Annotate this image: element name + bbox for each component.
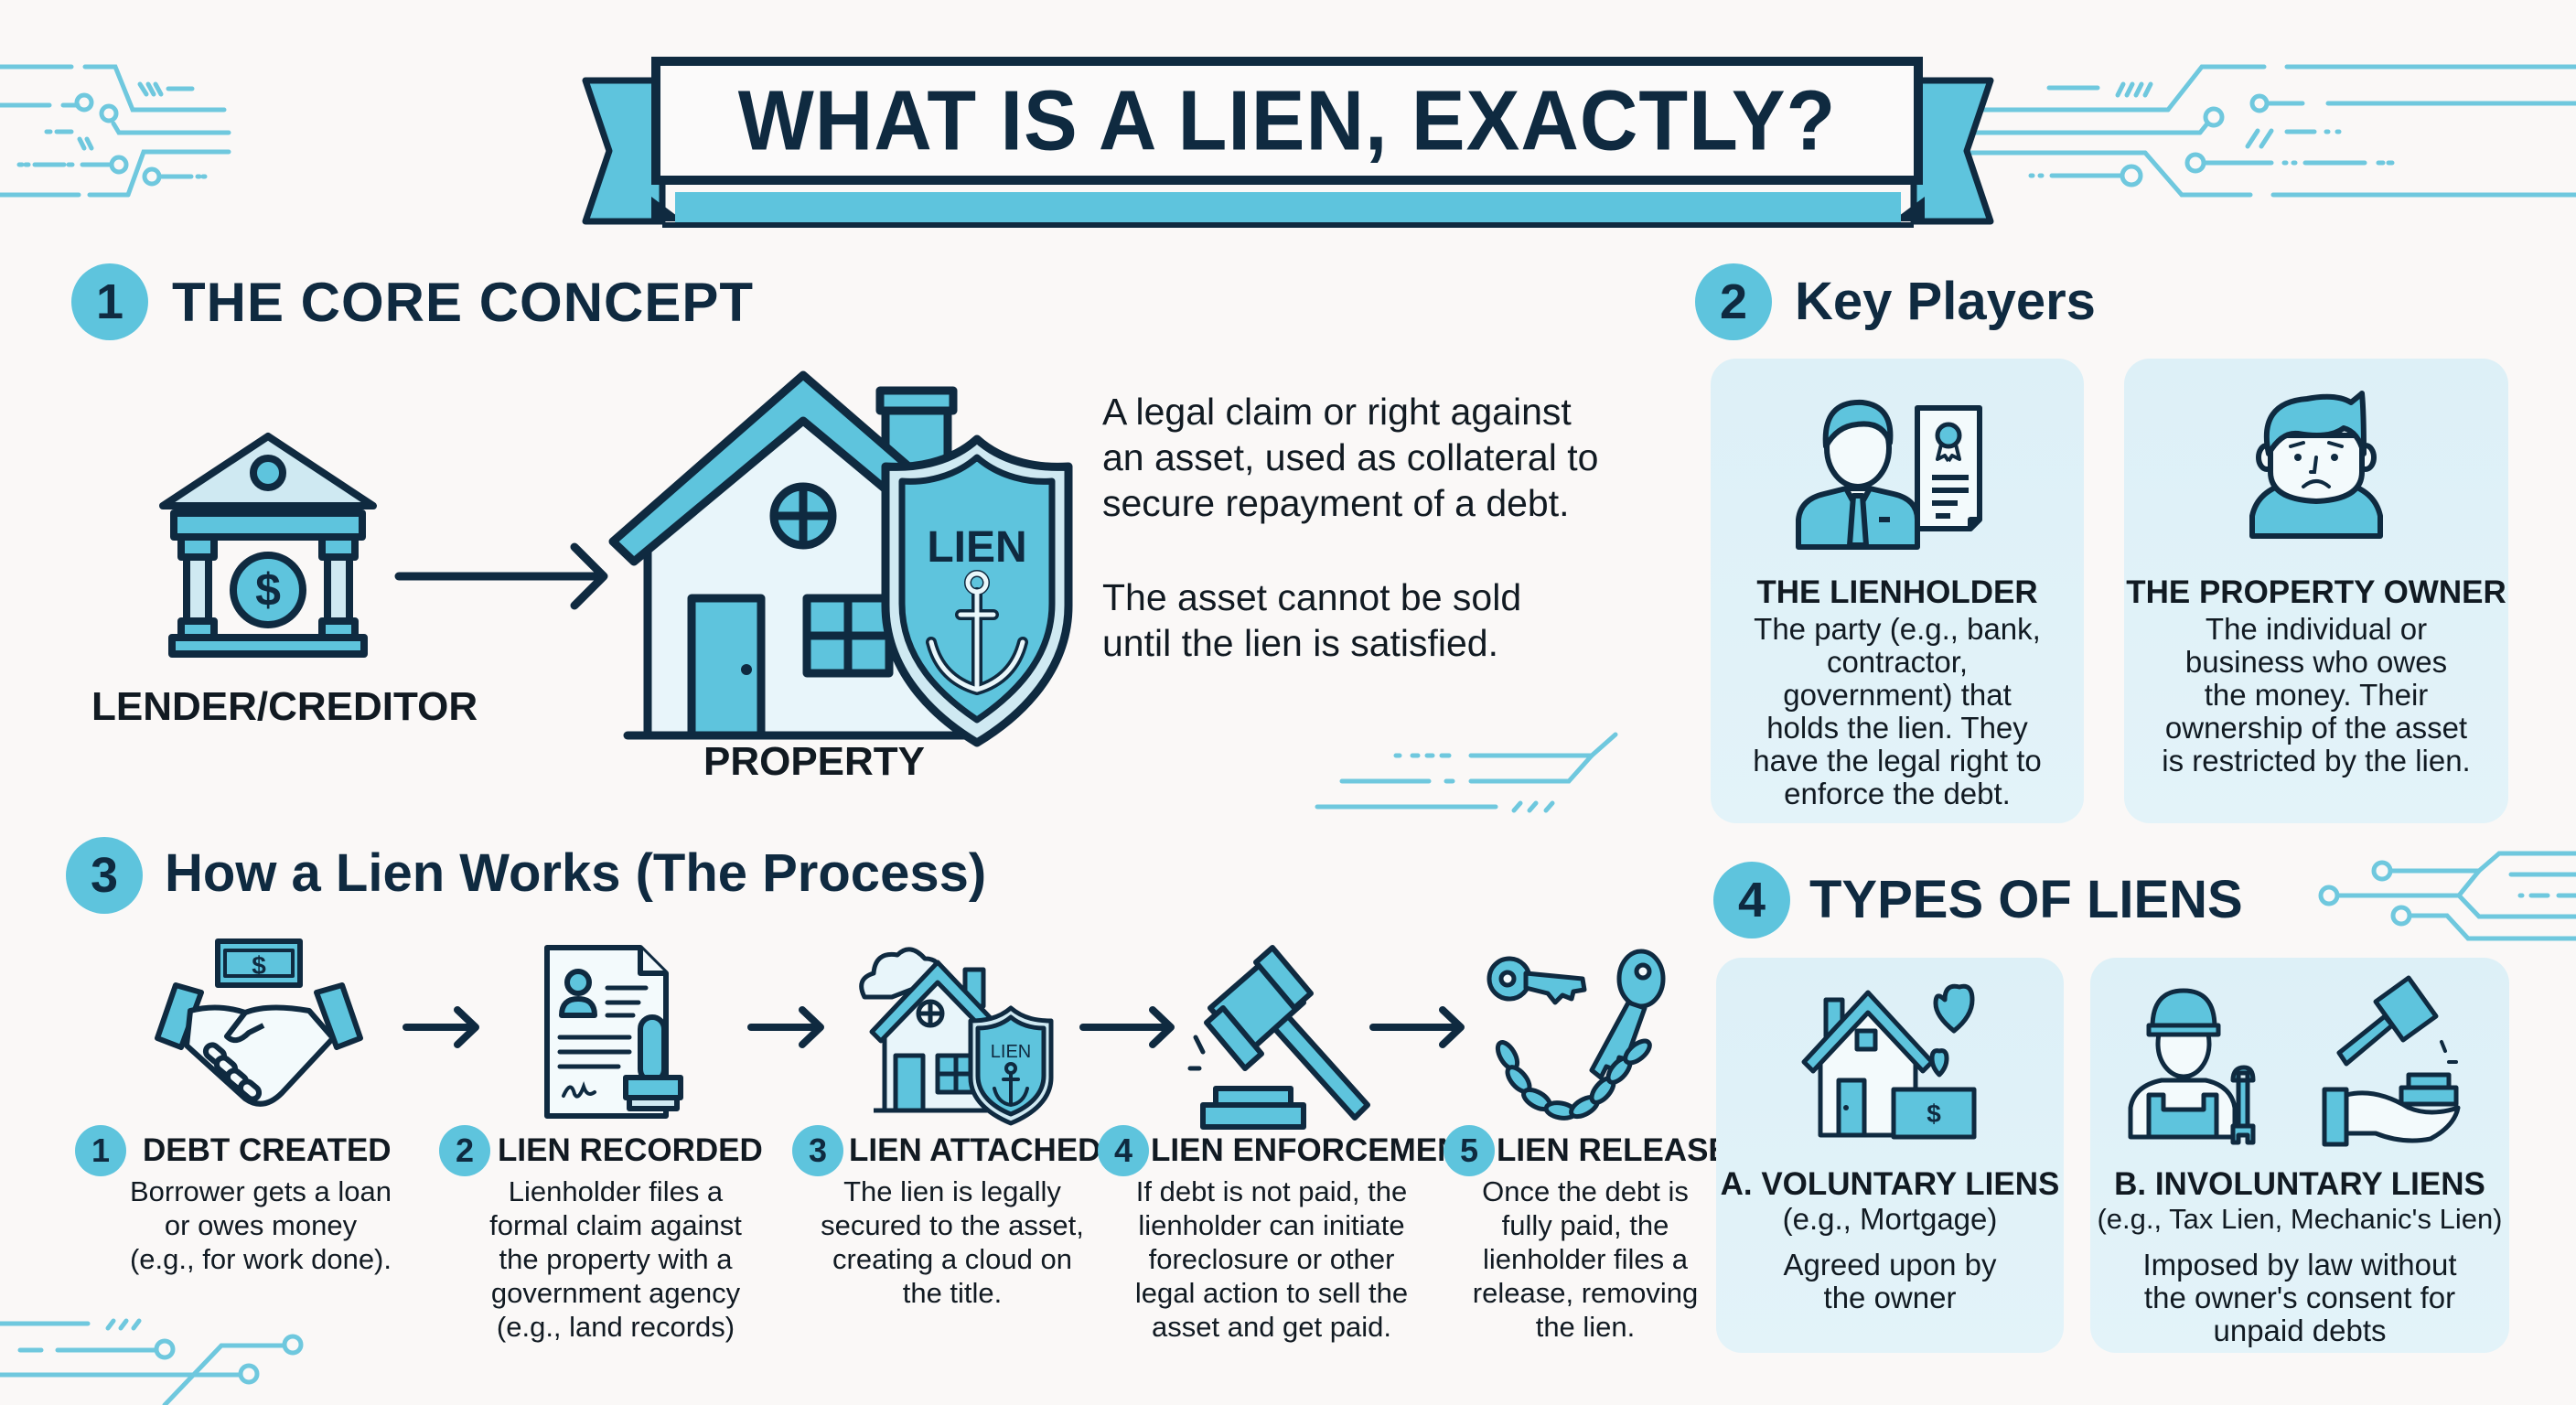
property-label: PROPERTY (703, 739, 926, 784)
player-description: The party (e.g., bank, contractor, gover… (1753, 612, 2042, 810)
arrow-right-icon (1079, 1006, 1175, 1048)
house-cloud-shield-icon: LIEN (859, 947, 1054, 1126)
step-number-badge: 2 (439, 1125, 490, 1176)
step-description: The lien is legally secured to the asset… (821, 1175, 1084, 1309)
step-description: If debt is not paid, the lienholder can … (1134, 1175, 1409, 1343)
circuit-decoration-top-left (0, 64, 231, 198)
step-title: LIEN RELEASE (1497, 1132, 1730, 1168)
type-title: B. INVOLUNTARY LIENS (2114, 1166, 2485, 1202)
page-title: WHAT IS A LIEN, EXACTLY? (737, 72, 1837, 168)
step-title: LIEN RECORDED (498, 1132, 763, 1168)
arrow-right-icon (394, 542, 608, 610)
type-card-involuntary: B. INVOLUNTARY LIENS (e.g., Tax Lien, Me… (2090, 958, 2509, 1353)
house-icon: LIEN (608, 370, 1073, 747)
gavel-icon (1187, 945, 1370, 1130)
player-card-lienholder: THE LIENHOLDER The party (e.g., bank, co… (1711, 359, 2084, 823)
house-hearts-money-icon: $ (1801, 983, 1977, 1140)
step-number-badge: 5 (1444, 1125, 1495, 1176)
shield-lien-text: LIEN (927, 523, 1026, 572)
section-4-badge: 4 (1713, 862, 1790, 938)
circuit-decoration-bottom-left (0, 1318, 304, 1405)
player-title: THE PROPERTY OWNER (2126, 574, 2506, 610)
step-title: DEBT CREATED (143, 1132, 392, 1168)
step-title: LIEN ATTACHED (849, 1132, 1101, 1168)
type-card-voluntary: $ A. VOLUNTARY LIENS (e.g., Mortgage) Ag… (1716, 958, 2064, 1353)
svg-text:$: $ (252, 951, 266, 980)
step-number-badge: 3 (792, 1125, 843, 1176)
businessman-certificate-icon (1796, 399, 1982, 550)
step-number-badge: 1 (75, 1125, 126, 1176)
banner-ribbon (582, 77, 1994, 228)
circuit-decoration-mid (1315, 732, 1618, 813)
step-description: Borrower gets a loan or owes money (e.g.… (129, 1175, 392, 1275)
arrow-right-icon (747, 1006, 824, 1048)
circuit-decoration-right-mid (2318, 851, 2576, 941)
step-description: Once the debt is fully paid, the lienhol… (1472, 1175, 1699, 1343)
note-text: The asset cannot be sold until the lien … (1102, 576, 1522, 664)
arrow-right-icon (402, 1006, 479, 1048)
section-3-heading: How a Lien Works (The Process) (165, 843, 987, 903)
type-example: (e.g., Mortgage) (1782, 1202, 1998, 1236)
gavel-hand-icon (2322, 975, 2461, 1147)
type-description: Agreed upon by the owner (1783, 1248, 1997, 1314)
player-description: The individual or business who owes the … (2162, 612, 2471, 778)
shield-anchor-icon (881, 434, 1073, 747)
section-1-badge: 1 (71, 263, 148, 340)
construction-worker-icon (2128, 988, 2256, 1145)
section-1-heading: THE CORE CONCEPT (172, 272, 755, 333)
handshake-money-icon: $ (155, 938, 363, 1107)
circuit-decoration-top-right (1950, 64, 2576, 198)
player-card-owner: THE PROPERTY OWNER The individual or bus… (2124, 359, 2508, 823)
bank-icon: $ (159, 433, 377, 658)
definition-text: A legal claim or right against an asset,… (1102, 391, 1599, 524)
lender-creditor-label: LENDER/CREDITOR (91, 684, 478, 729)
step-lien-icon-text: LIEN (991, 1042, 1031, 1062)
title-banner: WHAT IS A LIEN, EXACTLY? (651, 57, 1923, 185)
type-description: Imposed by law without the owner's conse… (2142, 1248, 2457, 1347)
section-2-heading: Key Players (1795, 272, 2096, 331)
svg-text:$: $ (1927, 1099, 1941, 1128)
svg-text:$: $ (255, 564, 281, 616)
section-3-badge: 3 (66, 837, 143, 914)
keys-broken-chain-icon (1487, 949, 1666, 1121)
step-number-badge: 4 (1098, 1125, 1149, 1176)
arrow-right-icon (1369, 1006, 1465, 1048)
section-2-badge: 2 (1695, 263, 1772, 340)
worried-person-icon (2249, 391, 2383, 539)
section-4-heading: TYPES OF LIENS (1809, 870, 2243, 929)
step-title: LIEN ENFORCEMENT (1151, 1132, 1480, 1168)
player-title: THE LIENHOLDER (1756, 574, 2038, 610)
document-stamp-icon (544, 945, 683, 1119)
type-title: A. VOLUNTARY LIENS (1720, 1166, 2060, 1202)
step-description: Lienholder files a formal claim against … (489, 1175, 742, 1343)
type-example: (e.g., Tax Lien, Mechanic's Lien) (2097, 1203, 2503, 1235)
